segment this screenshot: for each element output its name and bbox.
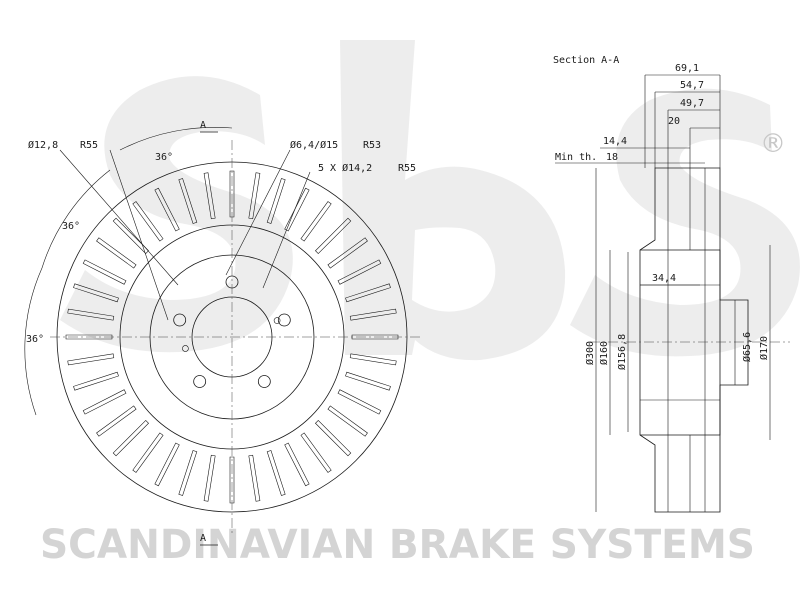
front-view: [24, 127, 420, 546]
section-view: [555, 74, 790, 513]
cooling-vane: [284, 442, 310, 487]
cooling-vanes: [65, 170, 399, 504]
width-14: 14,4: [603, 136, 627, 147]
angle-arc-left-lower: [24, 267, 43, 416]
leader-pin-hole: [225, 149, 291, 276]
dia-160: Ø160: [598, 341, 610, 365]
cooling-vane: [337, 259, 382, 285]
cooling-vane: [73, 371, 119, 391]
width-54: 54,7: [680, 80, 704, 91]
cooling-vane: [229, 456, 235, 504]
label-hole-dia: Ø12,8: [28, 139, 58, 151]
cooling-vane: [67, 308, 115, 321]
cooling-vane: [351, 334, 399, 340]
cooling-vane: [73, 283, 119, 303]
label-r55-left: R55: [80, 140, 98, 151]
dia-156: Ø156,8: [616, 334, 628, 370]
cooling-vane: [284, 187, 310, 232]
cooling-vane: [112, 217, 149, 254]
angle-arc-left-upper: [41, 169, 111, 269]
cooling-vane: [203, 454, 216, 502]
section-marker-bottom: A: [200, 533, 206, 544]
cooling-vane: [67, 353, 115, 366]
cooling-vane: [315, 420, 352, 457]
cooling-vane: [132, 432, 164, 473]
pin-hole: [273, 317, 281, 324]
cooling-vane: [349, 353, 397, 366]
bolt-hole: [173, 313, 187, 327]
cooling-vane: [345, 283, 391, 303]
pin-hole: [182, 345, 189, 352]
angle-arc-top: [119, 127, 233, 151]
cooling-vane: [327, 405, 368, 437]
section-title: Section A-A: [553, 55, 619, 66]
label-r53: R53: [363, 140, 381, 151]
min-thickness-value: 18: [606, 152, 618, 163]
cooling-vane: [337, 389, 382, 415]
cooling-vane: [327, 237, 368, 269]
cooling-vane: [132, 201, 164, 242]
registered-mark: ®: [760, 129, 786, 159]
bolt-hole: [193, 375, 207, 388]
leader-bolt-holes: [262, 171, 311, 289]
cooling-vane: [154, 187, 180, 232]
dia-170: Ø170: [758, 336, 770, 360]
width-total: 69,1: [675, 63, 699, 74]
cooling-vane: [65, 334, 113, 340]
cooling-vane: [345, 371, 391, 391]
cooling-vane: [112, 420, 149, 457]
cooling-vane: [178, 178, 198, 224]
leader-r55-left: [109, 149, 169, 321]
cooling-vane: [178, 450, 198, 496]
hat-section: [640, 249, 749, 436]
company-watermark: SCANDINAVIAN BRAKE SYSTEMS: [40, 522, 755, 568]
label-pin-hole: Ø6,4/Ø15: [290, 139, 338, 151]
cooling-vane: [248, 454, 261, 502]
section-marker-top: A: [200, 120, 206, 131]
sbs-logo-watermark: [60, 40, 800, 361]
leader-hole-dia: [59, 149, 179, 286]
label-r55-bolt: R55: [398, 163, 416, 174]
dia-300: Ø300: [584, 341, 596, 365]
width-20: 20: [668, 116, 680, 127]
cooling-vane: [349, 308, 397, 321]
width-49: 49,7: [680, 98, 704, 109]
label-angle-top: 36°: [155, 152, 173, 163]
label-angle-left-lower: 36°: [26, 334, 44, 345]
cooling-vane: [315, 217, 352, 254]
label-angle-left-upper: 36°: [62, 221, 80, 232]
width-34: 34,4: [652, 273, 676, 284]
bolt-hole: [277, 313, 291, 327]
cooling-vane: [266, 178, 286, 224]
cooling-vane: [300, 432, 332, 473]
cooling-vane: [82, 389, 127, 415]
cooling-vane: [300, 201, 332, 242]
cooling-vane: [96, 405, 137, 437]
cooling-vane: [96, 237, 137, 269]
cooling-vane: [82, 259, 127, 285]
cooling-vane: [266, 450, 286, 496]
cooling-vane: [248, 172, 261, 220]
label-bolt-holes: 5 X Ø14,2: [318, 162, 372, 174]
cooling-vane: [203, 172, 216, 220]
bolt-hole: [257, 375, 271, 388]
min-thickness-label: Min th.: [555, 152, 597, 163]
cooling-vane: [154, 442, 180, 487]
cooling-vane: [229, 170, 235, 218]
dia-65: Ø65,6: [741, 332, 753, 362]
